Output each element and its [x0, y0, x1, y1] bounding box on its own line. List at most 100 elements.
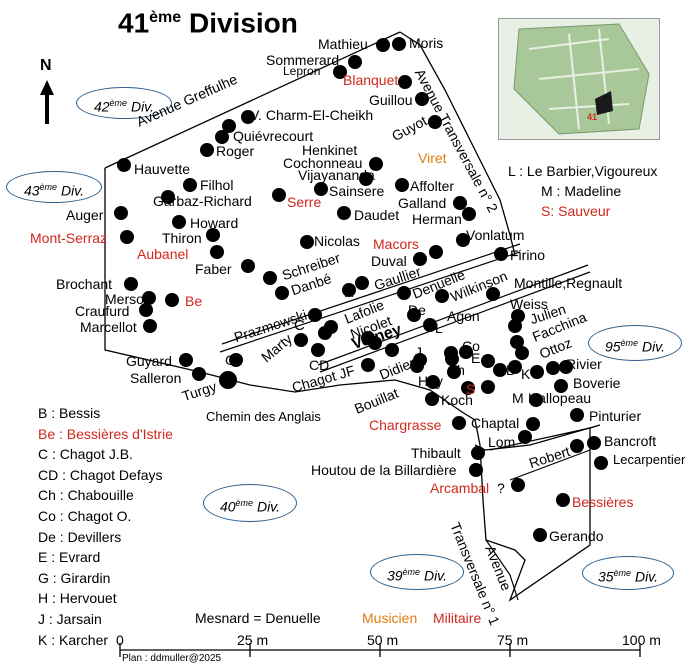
tomb-marker[interactable]	[210, 245, 224, 259]
tomb-marker[interactable]	[333, 65, 347, 79]
tomb-label-cd-mark[interactable]: CD	[309, 357, 330, 373]
tomb-label-weiss[interactable]: Weiss	[510, 296, 548, 312]
tomb-marker[interactable]	[114, 206, 128, 220]
tomb-label-auger[interactable]: Auger	[66, 207, 104, 223]
tomb-label-de-mark[interactable]: De	[408, 302, 426, 318]
tomb-label-charm-el-cheikh[interactable]: V. Charm-El-Cheikh	[250, 107, 374, 123]
tomb-marker[interactable]	[515, 346, 529, 360]
tomb-marker[interactable]	[493, 363, 507, 377]
tomb-marker[interactable]	[179, 353, 193, 367]
tomb-marker[interactable]	[222, 119, 236, 133]
tomb-marker[interactable]	[398, 75, 412, 89]
tomb-label-chargrasse[interactable]: Chargrasse	[369, 417, 442, 433]
tomb-label-m-mark[interactable]: M	[512, 390, 524, 406]
tomb-label-lepron[interactable]: Lepron	[283, 64, 321, 78]
tomb-marker[interactable]	[447, 365, 461, 379]
tomb-marker[interactable]	[142, 291, 156, 305]
tomb-label-herman[interactable]: Herman	[412, 211, 462, 227]
tomb-label-filhol[interactable]: Filhol	[200, 177, 234, 193]
tomb-marker[interactable]	[559, 360, 573, 374]
tomb-marker[interactable]	[461, 381, 475, 395]
tomb-label-gerando[interactable]: Gerando	[549, 528, 604, 544]
tomb-marker-turgy[interactable]	[219, 371, 237, 389]
tomb-label-guillou[interactable]: Guillou	[369, 92, 413, 108]
tomb-label-viret[interactable]: Viret	[418, 150, 447, 166]
tomb-marker[interactable]	[392, 37, 406, 51]
tomb-label-moris[interactable]: Moris	[409, 35, 444, 51]
tomb-label-faber[interactable]: Faber	[195, 261, 232, 277]
tomb-marker[interactable]	[183, 178, 197, 192]
tomb-label-mathieu[interactable]: Mathieu	[318, 36, 368, 52]
tomb-label-arcambal-question[interactable]: ?	[497, 480, 505, 496]
tomb-label-vonlatum[interactable]: Vonlatum	[466, 227, 525, 243]
tomb-label-thibault[interactable]: Thibault	[411, 445, 461, 461]
tomb-label-brochant[interactable]: Brochant	[56, 276, 113, 292]
tomb-label-lom[interactable]: Lom	[488, 434, 516, 450]
tomb-label-mont-serraz[interactable]: Mont-Serraz	[30, 230, 108, 246]
tomb-marker[interactable]	[444, 346, 458, 360]
tomb-marker[interactable]	[508, 360, 522, 374]
tomb-label-g-mark[interactable]: G	[225, 352, 236, 368]
tomb-label-vijayananda[interactable]: Vijayananda	[298, 167, 375, 183]
tomb-marker[interactable]	[294, 333, 308, 347]
tomb-marker[interactable]	[275, 286, 289, 300]
tomb-label-sainsere[interactable]: Sainsere	[329, 183, 385, 199]
tomb-marker[interactable]	[407, 308, 421, 322]
tomb-label-houtou[interactable]: Houtou de la Billardière	[311, 462, 457, 478]
tomb-label-daudet[interactable]: Daudet	[354, 207, 400, 223]
tomb-marker[interactable]	[469, 463, 483, 477]
tomb-marker[interactable]	[172, 215, 186, 229]
tomb-marker[interactable]	[508, 319, 522, 333]
tomb-label-nicolas[interactable]: Nicolas	[314, 233, 360, 249]
tomb-marker[interactable]	[314, 182, 328, 196]
tomb-label-duval[interactable]: Duval	[371, 253, 407, 269]
tomb-label-e-mark[interactable]: E	[471, 350, 481, 366]
tomb-marker[interactable]	[355, 276, 369, 290]
tomb-marker[interactable]	[554, 379, 568, 393]
tomb-marker[interactable]	[481, 380, 495, 394]
tomb-marker[interactable]	[369, 157, 383, 171]
oval-division-95[interactable]: 95ème Div.	[588, 325, 682, 361]
tomb-label-montille-regnault[interactable]: Montille,Regnault	[514, 275, 623, 291]
tomb-marker[interactable]	[318, 326, 332, 340]
tomb-marker[interactable]	[428, 115, 442, 129]
tomb-label-thiron[interactable]: Thiron	[162, 230, 202, 246]
tomb-marker[interactable]	[511, 478, 525, 492]
tomb-label-sommerard[interactable]: Sommerard	[266, 52, 340, 68]
tomb-label-salleron[interactable]: Salleron	[130, 370, 182, 386]
tomb-marker[interactable]	[200, 143, 214, 157]
tomb-marker[interactable]	[594, 456, 608, 470]
tomb-marker[interactable]	[368, 336, 382, 350]
tomb-label-roger[interactable]: Roger	[216, 143, 255, 159]
tomb-label-henkinet[interactable]: Henkinet	[302, 142, 358, 158]
tomb-marker[interactable]	[415, 92, 429, 106]
tomb-marker[interactable]	[529, 393, 543, 407]
tomb-marker[interactable]	[481, 354, 495, 368]
tomb-marker[interactable]	[435, 289, 449, 303]
tomb-label-co-mark[interactable]: Co	[462, 338, 480, 354]
tomb-label-macors[interactable]: Macors	[373, 236, 419, 252]
tomb-marker[interactable]	[423, 318, 437, 332]
oval-division-39[interactable]: 39ème Div.	[370, 554, 464, 590]
tomb-marker[interactable]	[425, 392, 439, 406]
tomb-marker[interactable]	[570, 408, 584, 422]
tomb-marker[interactable]	[263, 271, 277, 285]
tomb-marker[interactable]	[494, 247, 508, 261]
tomb-marker[interactable]	[376, 38, 390, 52]
tomb-marker[interactable]	[192, 367, 206, 381]
tomb-label-bessieres[interactable]: Bessières	[572, 494, 634, 510]
tomb-marker[interactable]	[413, 252, 427, 266]
tomb-marker[interactable]	[395, 178, 409, 192]
tomb-marker[interactable]	[241, 259, 255, 273]
tomb-marker[interactable]	[587, 436, 601, 450]
tomb-label-rivier[interactable]: Rivier	[566, 356, 602, 372]
tomb-marker[interactable]	[453, 196, 467, 210]
oval-division-42[interactable]: 42ème Div.	[76, 87, 172, 119]
tomb-label-be-mark[interactable]: Be	[185, 293, 203, 309]
tomb-marker[interactable]	[143, 319, 157, 333]
tomb-label-guyard[interactable]: Guyard	[126, 353, 172, 369]
tomb-label-h-mark[interactable]: H	[344, 284, 355, 300]
tomb-label-hay[interactable]: Hay	[418, 373, 443, 389]
tomb-marker[interactable]	[300, 235, 314, 249]
tomb-label-s-mark[interactable]: S	[466, 381, 476, 397]
